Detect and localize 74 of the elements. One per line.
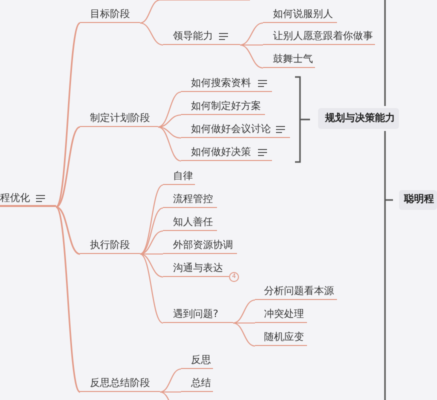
connector-line: [56, 126, 80, 208]
connector-line: [240, 44, 264, 69]
topic-text: 领导能力: [173, 31, 213, 43]
connector-line: [55, 206, 81, 392]
topic-text: 知人善任: [173, 217, 213, 229]
connector-line: [240, 22, 264, 46]
topic-text: 如何做好会议讨论: [191, 124, 271, 136]
topic-text: 如何制定好方案: [191, 101, 261, 113]
connector-line: [232, 299, 256, 324]
connector-line: [160, 391, 181, 393]
topic-text: 外部资源协调: [173, 240, 233, 252]
topic-text: 制定计划阶段: [90, 113, 150, 125]
connector-line: [158, 91, 182, 128]
topic-text: 遇到问题?: [173, 309, 218, 321]
topic-node: [80, 8, 140, 23]
summary-text: 规划与决策能力: [325, 112, 395, 124]
topic-text: 如何说服别人: [273, 9, 333, 21]
connector-line: [233, 322, 255, 324]
topic-text: 流程管控: [173, 194, 213, 206]
topic-text: 鼓舞士气: [273, 54, 313, 66]
topic-node: [163, 262, 229, 277]
connector-line: [140, 230, 164, 255]
topic-node: [181, 146, 272, 161]
topic-node: [163, 239, 237, 254]
topic-node: [181, 377, 213, 392]
topic-node: [181, 354, 213, 369]
topic-node: [263, 53, 315, 68]
topic-text: 冲突处理: [264, 309, 304, 321]
topic-text: 随机应变: [264, 332, 304, 344]
connector-line: [140, 253, 164, 278]
connector-line: [140, 22, 164, 46]
topic-node: [80, 239, 140, 254]
topic-node: [181, 123, 290, 138]
connector-line: [56, 206, 80, 255]
topic-node: [263, 8, 337, 23]
topic-text: 总结: [191, 378, 211, 390]
connector-line: [55, 22, 81, 208]
topic-text: 反思总结阶段: [90, 378, 150, 390]
topic-node: [181, 100, 265, 115]
central-topic: [0, 192, 56, 207]
connector-line: [140, 184, 164, 254]
topic-node: [163, 170, 195, 185]
topic-node: [255, 285, 337, 300]
topic-text: 反思: [191, 355, 211, 367]
topic-text: 如何做好决策: [191, 147, 251, 159]
topic-node: [255, 331, 307, 346]
topic-node: [263, 30, 375, 45]
topic-text: 目标阶段: [90, 9, 130, 21]
topic-text: 执行阶段: [90, 240, 130, 252]
connector-line: [160, 368, 182, 393]
topic-text: 让别人愿意跟着你做事: [273, 31, 373, 43]
connector-line: [240, 44, 263, 46]
topic-node: [163, 308, 233, 323]
connector-line: [158, 126, 182, 139]
connector-line: [140, 207, 164, 255]
topic-node: [255, 308, 307, 323]
topic-node: [181, 77, 272, 92]
connector-line: [140, 0, 250, 24]
connector-line: [232, 322, 256, 347]
connector-line: [158, 114, 182, 128]
connector-line: [140, 254, 164, 324]
topic-text: 程优化: [0, 193, 30, 205]
topic-node: [80, 112, 158, 127]
summary-text: 聪明程: [404, 194, 434, 206]
topic-node: [163, 30, 240, 45]
topic-text: 自律: [173, 171, 193, 183]
topic-node: [163, 193, 217, 208]
connector-line: [140, 253, 163, 255]
connector-line: [158, 126, 182, 162]
topic-node: [163, 216, 217, 231]
topic-text: 如何搜索资料: [191, 78, 251, 90]
topic-text: 分析问题看本源: [264, 286, 334, 298]
topic-text: 沟通与表达: [173, 263, 223, 275]
topic-node: [80, 377, 160, 392]
